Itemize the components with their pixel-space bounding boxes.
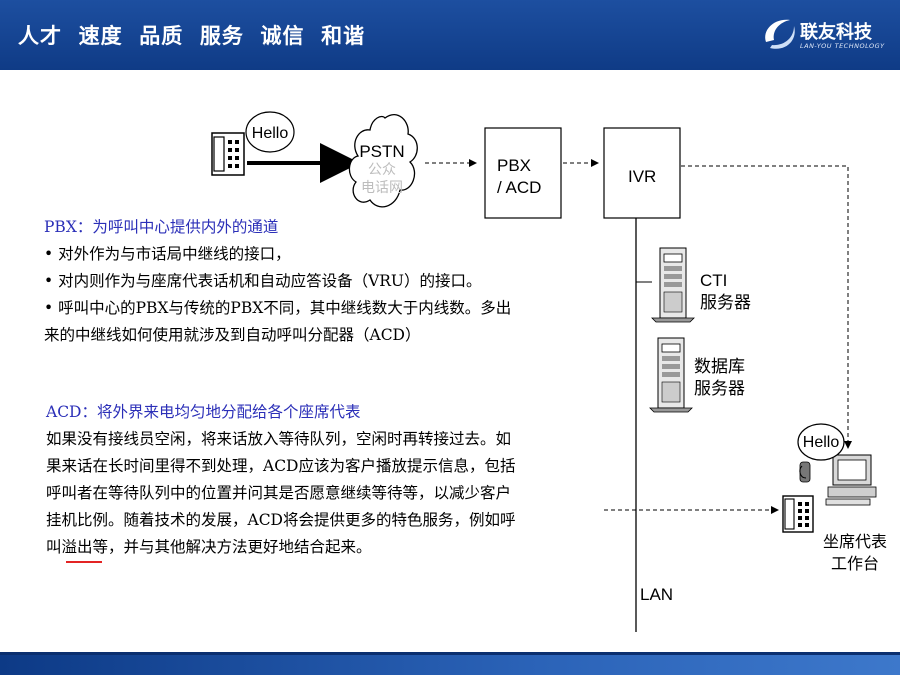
acd-line-2: 果来话在长时间里得不到处理，ACD应该为客户播放提示信息，包括 <box>46 457 516 475</box>
footer-bar <box>0 655 900 675</box>
database-server-label: 数据库 服务器 <box>694 357 745 398</box>
agent-phone-icon <box>782 495 814 533</box>
database-server-icon <box>649 337 693 413</box>
ivr-box <box>603 127 681 219</box>
pstn-label: PSTN <box>359 142 405 161</box>
hello-bubble-agent <box>797 423 845 461</box>
pbx-bullet-3-continued: 来的中继线如何使用就涉及到自动呼叫分配器（ACD） <box>44 326 421 344</box>
cti-server-label: CTI 服务器 <box>700 271 751 312</box>
caller-phone-icon <box>211 132 245 176</box>
acd-description: ACD：将外界来电均匀地分配给各个座席代表 如果没有接线员空闲，将来话放入等待队… <box>46 399 606 561</box>
agent-workstation-label: 坐席代表 工作台 <box>822 532 887 573</box>
pbx-acd-box <box>484 127 562 219</box>
pbx-heading: PBX：为呼叫中心提供内外的通道 <box>44 218 279 236</box>
acd-line-1: 如果没有接线员空闲，将来话放入等待队列，空闲时再转接过去。如 <box>46 430 512 448</box>
pbx-acd-label: PBX / ACD <box>497 156 542 197</box>
lan-label: LAN <box>640 585 674 604</box>
pbx-bullet-2: • 对内则作为与座席代表话机和自动应答设备（VRU）的接口。 <box>44 272 482 290</box>
red-underline-mark <box>66 561 102 563</box>
footer-stripe <box>0 652 900 655</box>
hello-bubble-caller <box>245 111 295 153</box>
acd-heading: ACD：将外界来电均匀地分配给各个座席代表 <box>46 403 361 421</box>
logo-subtitle: LAN-YOU TECHNOLOGY <box>800 42 885 50</box>
pbx-bullet-3: • 呼叫中心的PBX与传统的PBX不同，其中继线数大于内线数。多出 <box>44 299 512 317</box>
company-logo: 联友科技 LAN-YOU TECHNOLOGY <box>760 12 890 60</box>
hello-text-caller: Hello <box>251 125 289 142</box>
cti-server-icon <box>636 247 695 323</box>
headset-icon <box>799 461 811 483</box>
acd-line-5: 叫溢出等，并与其他解决方法更好地结合起来。 <box>46 538 372 556</box>
ivr-label: IVR <box>628 167 657 186</box>
logo-name: 联友科技 <box>800 22 872 43</box>
header-bar: 人才 速度 品质 服务 诚信 和谐 联友科技 LAN-YOU TECHNOLOG… <box>0 0 900 70</box>
pstn-cloud <box>348 113 418 208</box>
pbx-description: PBX：为呼叫中心提供内外的通道 • 对外作为与市话局中继线的接口， • 对内则… <box>44 214 604 349</box>
hello-text-agent: Hello <box>802 434 840 451</box>
agent-computer-icon <box>825 454 877 506</box>
logo-swirl-icon <box>765 19 795 49</box>
acd-line-3: 呼叫者在等待队列中的位置并问其是否愿意继续等待等，以减少客户 <box>46 484 512 502</box>
acd-line-4: 挂机比例。随着技术的发展，ACD将会提供更多的特色服务，例如呼 <box>46 511 516 529</box>
pstn-sublabel: 公众 电话网 <box>361 162 403 196</box>
header-slogan: 人才 速度 品质 服务 诚信 和谐 <box>18 23 366 48</box>
pbx-bullet-1: • 对外作为与市话局中继线的接口， <box>44 245 291 263</box>
